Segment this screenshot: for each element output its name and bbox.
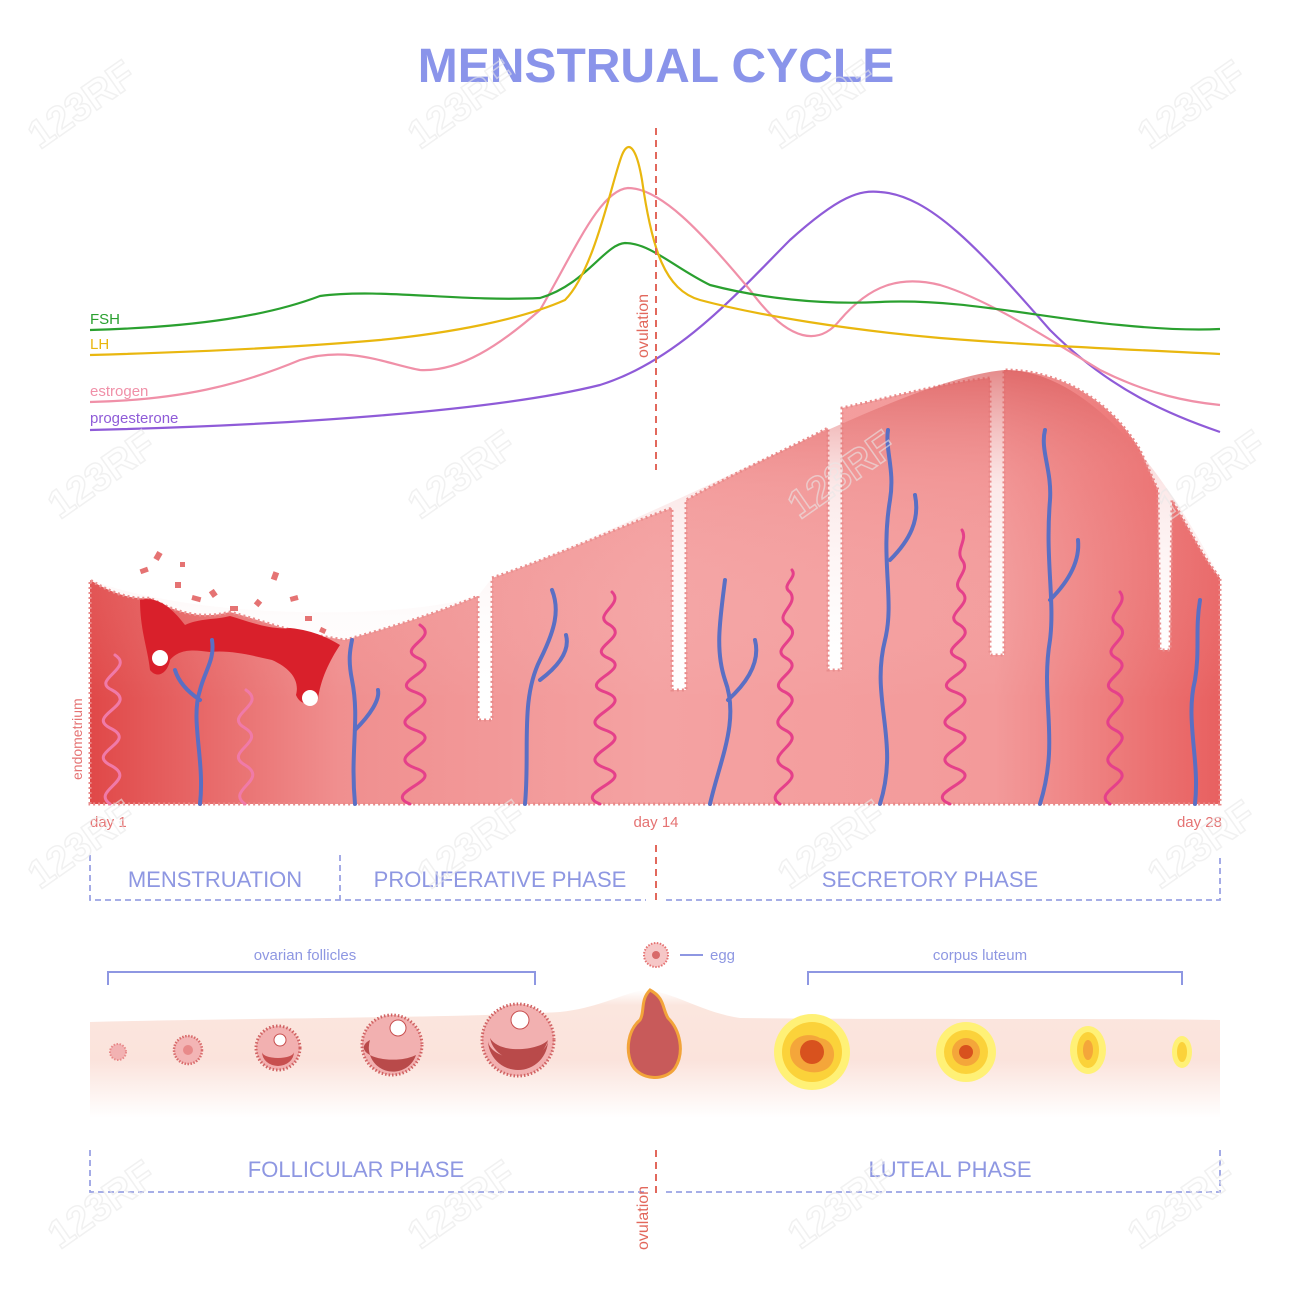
progesterone-curve (89, 190, 1221, 434)
watermark-4: 123RF (1130, 52, 1254, 157)
watermark-16: 123RF (1120, 1152, 1244, 1257)
ovulation-label-bottom: ovulation (635, 1186, 652, 1250)
ovarian-follicles-label: ovarian follicles (254, 947, 357, 964)
ovarian-follicles (109, 1002, 556, 1078)
endometrium-label: endometrium (69, 698, 85, 780)
spiral-arteries (101, 528, 1125, 806)
phase-proliferative: PROLIFERATIVE PHASE (374, 867, 627, 892)
progesterone-label: progesterone (90, 410, 178, 427)
endometrium (88, 368, 1222, 806)
menstrual-shedding (140, 599, 340, 704)
corpus-luteum-bracket (807, 971, 1183, 985)
lh-label: LH (90, 336, 109, 353)
page-title: MENSTRUAL CYCLE (418, 40, 894, 93)
watermark-13: 123RF (40, 1152, 164, 1257)
hormone-chart (89, 128, 1221, 470)
watermark-9: 123RF (20, 792, 144, 897)
follicle-1 (109, 1043, 127, 1061)
phase-luteal: LUTEAL PHASE (868, 1157, 1031, 1182)
ovarian-phase-brackets (89, 1150, 1221, 1193)
watermark-6: 123RF (400, 422, 524, 527)
day-1-label: day 1 (90, 814, 127, 831)
follicles-bracket (107, 971, 536, 985)
phase-follicular: FOLLICULAR PHASE (248, 1157, 464, 1182)
day-14-label: day 14 (633, 814, 678, 831)
shed-fragments (139, 551, 327, 634)
corpus-luteum-stages (774, 1014, 1192, 1090)
phase-menstruation: MENSTRUATION (128, 867, 302, 892)
watermark-1: 123RF (20, 52, 144, 157)
day-28-label: day 28 (1177, 814, 1222, 831)
watermark-5: 123RF (40, 422, 164, 527)
watermark-8: 123RF (1150, 422, 1274, 527)
phase-secretory: SECRETORY PHASE (822, 867, 1038, 892)
estrogen-label: estrogen (90, 383, 148, 400)
watermark-12: 123RF (1140, 792, 1264, 897)
veins (173, 428, 1202, 806)
ovulating-follicle (626, 988, 682, 1079)
uterine-phase-brackets (89, 855, 1221, 901)
watermark-15: 123RF (780, 1152, 904, 1257)
egg-label: egg (710, 947, 735, 964)
ovulation-label-top: ovulation (635, 294, 652, 358)
corpus-luteum-label: corpus luteum (933, 947, 1027, 964)
estrogen-curve (89, 186, 1221, 407)
ovary-section (90, 942, 1220, 1118)
fsh-label: FSH (90, 311, 120, 328)
lh-curve (89, 145, 1221, 357)
